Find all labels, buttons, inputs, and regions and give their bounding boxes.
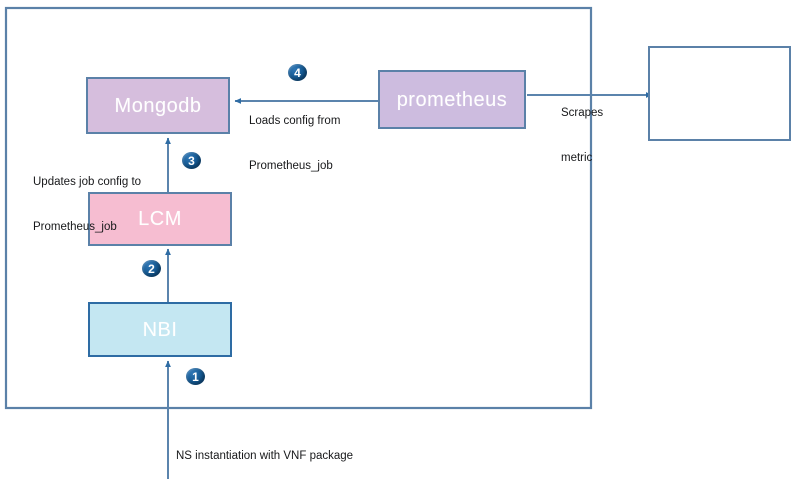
edge-label-scrapes-metric: Scrapes metric — [561, 76, 603, 196]
node-prometheus[interactable]: prometheus — [378, 70, 526, 129]
node-lcm-label: LCM — [138, 208, 182, 230]
node-nbi[interactable]: NBI — [88, 302, 232, 357]
node-lcm[interactable]: LCM — [88, 192, 232, 246]
step-badge-4: 4 — [288, 64, 307, 81]
edge-label-scrapes-metric-line1: Scrapes — [561, 107, 604, 119]
osm-boundary-rect — [4, 6, 593, 410]
edge-label-loads-config: Loads config from Prometheus_job — [249, 84, 340, 204]
node-mongodb-label: Mongodb — [114, 94, 202, 117]
step-badge-2-number: 2 — [148, 261, 155, 276]
step-badge-2: 2 — [142, 260, 161, 277]
edge-label-updates-job-config: Updates job config to Prometheus_job — [33, 145, 141, 265]
edge-label-scrapes-metric-line2: metric — [561, 152, 593, 164]
edge-label-loads-config-line2: Prometheus_job — [249, 160, 333, 172]
node-prometheus-label: prometheus — [396, 88, 508, 111]
step-badge-1-number: 1 — [192, 369, 199, 384]
caption-ns-instantiation-line1: NS instantiation with VNF package — [176, 450, 354, 462]
caption-ns-instantiation: NS instantiation with VNF package Promet… — [176, 416, 353, 479]
target-box-rect[interactable] — [648, 46, 791, 141]
step-badge-1: 1 — [186, 368, 205, 385]
node-nbi-label: NBI — [142, 318, 178, 341]
edge-label-updates-job-config-line2: Prometheus_job — [33, 221, 117, 233]
step-badge-3: 3 — [182, 152, 201, 169]
step-badge-3-number: 3 — [188, 153, 195, 168]
edge-label-updates-job-config-line1: Updates job config to — [33, 176, 142, 188]
step-badge-4-number: 4 — [294, 65, 301, 80]
edge-label-loads-config-line1: Loads config from — [249, 115, 341, 127]
node-mongodb[interactable]: Mongodb — [86, 77, 230, 134]
